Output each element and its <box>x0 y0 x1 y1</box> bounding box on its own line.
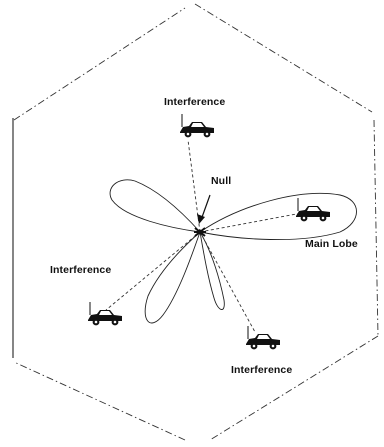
label-interference-left: Interference <box>50 264 112 276</box>
car-icon <box>246 326 280 350</box>
label-interference-top: Interference <box>164 96 226 108</box>
beam-pattern <box>109 179 357 324</box>
car-icon <box>296 198 330 222</box>
arrow-icon <box>197 194 211 224</box>
label-main-lobe: Main Lobe <box>305 238 358 250</box>
car-icon <box>88 302 122 326</box>
antenna-icon <box>194 227 206 237</box>
label-null: Null <box>211 175 232 187</box>
car-icon <box>180 114 214 138</box>
label-interference-bottom: Interference <box>231 364 293 376</box>
cell-boundary <box>13 3 379 441</box>
signal-rays <box>105 139 308 333</box>
